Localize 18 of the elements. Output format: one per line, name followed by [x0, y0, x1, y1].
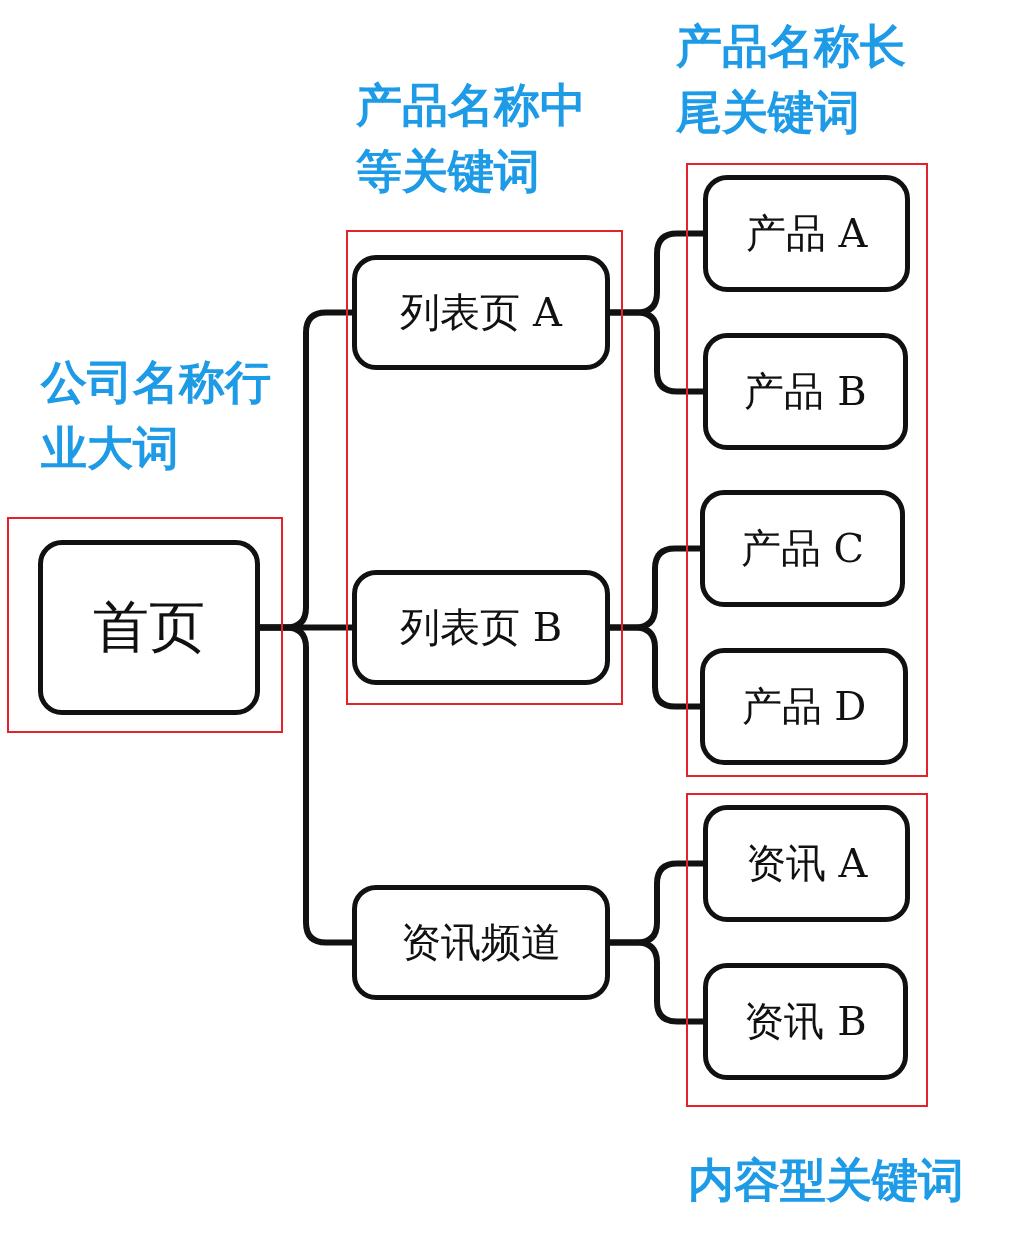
page-box: 产品 A [703, 175, 910, 292]
group-heading: 产品名称长尾关键词 [676, 18, 907, 141]
group-heading: 公司名称行业大词 [41, 354, 271, 477]
connector-line [260, 624, 352, 946]
connector-line [610, 939, 703, 1025]
page-box: 资讯 B [703, 963, 908, 1080]
page-box: 首页 [38, 540, 260, 715]
page-box: 资讯 A [703, 805, 910, 922]
connector-line [610, 624, 700, 710]
page-box: 产品 D [700, 648, 908, 765]
page-box: 列表页 B [352, 570, 610, 685]
page-box: 产品 B [703, 333, 908, 450]
group-heading: 内容型关键词 [688, 1152, 965, 1209]
page-box: 列表页 A [352, 255, 610, 370]
connector-line [610, 309, 703, 395]
page-box: 产品 C [700, 490, 905, 607]
page-box: 资讯频道 [352, 885, 610, 1000]
group-heading: 产品名称中等关键词 [356, 77, 587, 200]
